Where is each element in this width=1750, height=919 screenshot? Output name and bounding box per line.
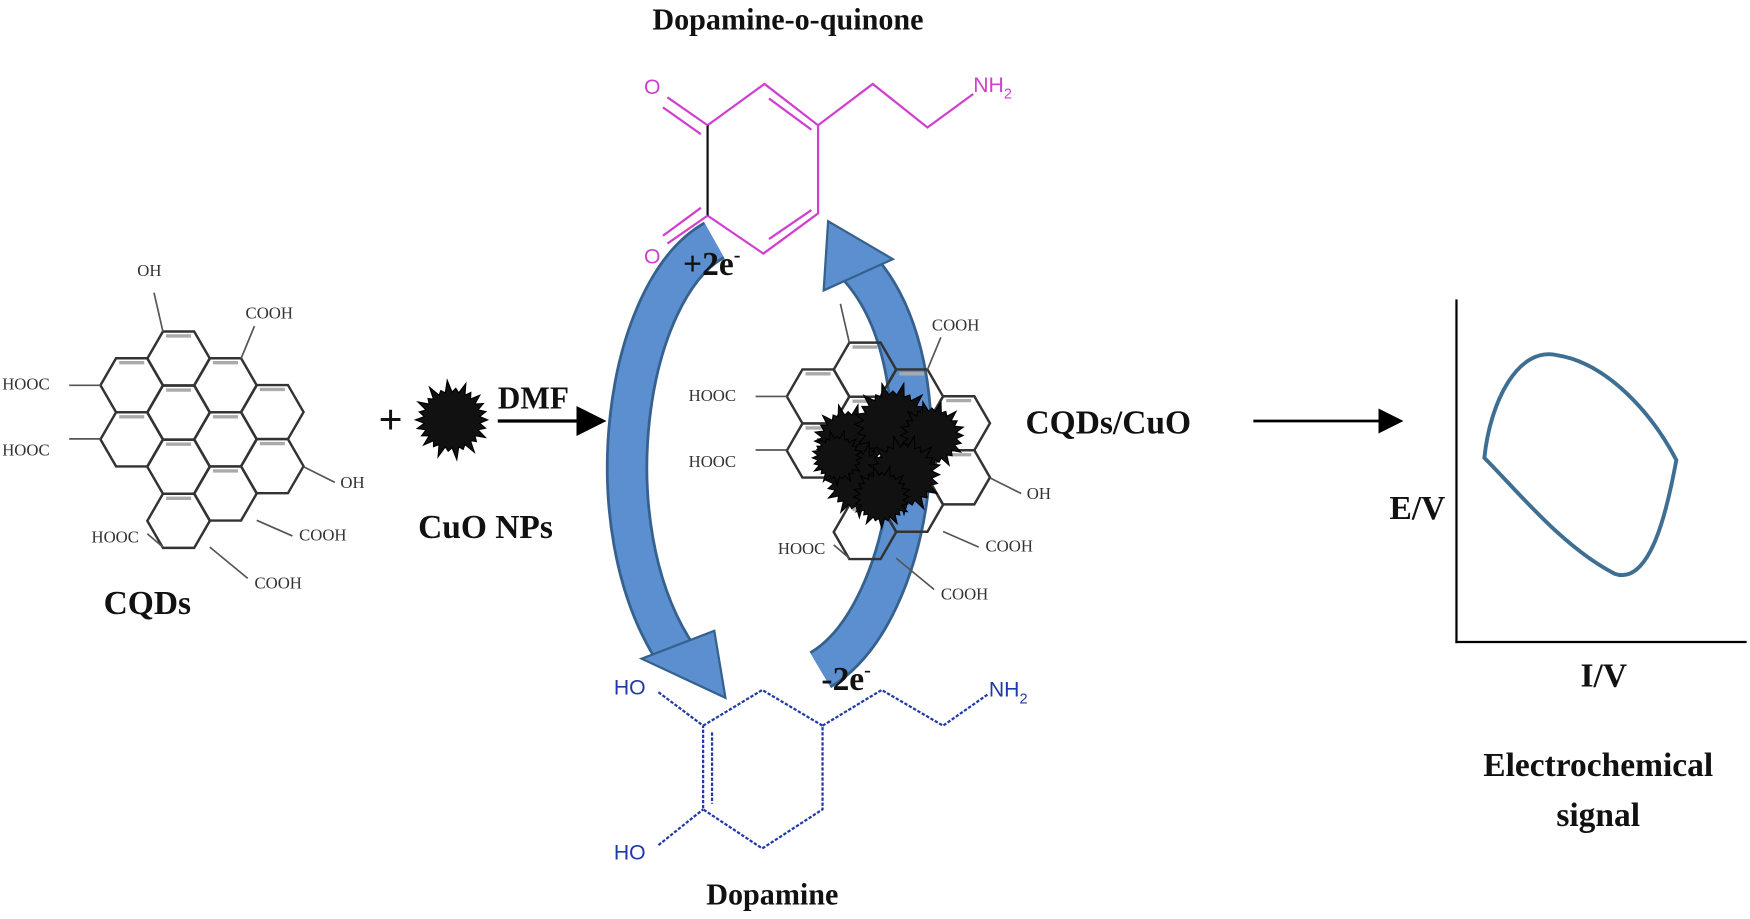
cuo-cluster-icon <box>810 381 965 531</box>
cqds-oh-top: OH <box>137 261 161 280</box>
cqds-hooc-bottom: HOOC <box>92 528 139 547</box>
composite-hooc-left-2: HOOC <box>689 452 736 471</box>
cqds-cooh-bottom-2: COOH <box>254 573 301 592</box>
composite-oh-right: OH <box>1027 484 1051 503</box>
dopamine-ho-bottom: HO <box>614 842 646 865</box>
reduction-arrow <box>605 221 727 700</box>
substituent-bond <box>256 519 293 537</box>
substituent-bond <box>146 533 164 548</box>
cv-curve <box>1482 352 1679 578</box>
x-axis-label: I/V <box>1581 658 1628 695</box>
substituent-bond <box>153 292 164 332</box>
dopamine-structure <box>657 688 989 850</box>
hexagon-ring <box>145 492 212 550</box>
nanoparticle-blob <box>810 429 864 488</box>
cqds-hooc-left-2: HOOC <box>2 441 49 460</box>
cqds-structure <box>69 292 336 580</box>
hexagon-ring <box>145 330 212 387</box>
composite-cooh-bottom-1: COOH <box>985 537 1032 556</box>
cv-plot: E/V I/V Electrochemical signal <box>1390 299 1747 834</box>
substituent-bond <box>833 544 850 559</box>
substituent-bond <box>942 530 980 548</box>
substituent-bond <box>895 557 935 591</box>
caption-line-2: signal <box>1556 797 1640 834</box>
composite-cooh-top: COOH <box>932 316 979 335</box>
composite-cooh-bottom-2: COOH <box>941 585 988 604</box>
cqds-cooh-bottom-1: COOH <box>299 525 346 544</box>
cqds-oh-right: OH <box>340 473 364 492</box>
composite-hooc-left-1: HOOC <box>689 386 736 405</box>
dopamine-title: Dopamine <box>706 877 838 911</box>
substituent-bond <box>240 325 256 359</box>
cqds-hooc-left-1: HOOC <box>2 375 49 394</box>
electron-loss-label: -2e- <box>821 660 870 698</box>
solvent-label: DMF <box>498 381 569 416</box>
quinone-structure <box>662 82 974 255</box>
cuo-nanoparticle-icon <box>413 378 490 462</box>
electron-gain-label: +2e- <box>683 244 740 282</box>
hexagon-ring <box>239 437 305 495</box>
dopamine-ho-top: HO <box>614 676 646 699</box>
cuo-label: CuO NPs <box>418 509 553 546</box>
substituent-bond <box>926 336 942 370</box>
quinone-o-top: O <box>644 76 660 99</box>
nanoparticle-blob <box>852 464 912 531</box>
substituent-bond <box>303 466 336 484</box>
y-axis-label: E/V <box>1390 490 1446 527</box>
cqds-label: CQDs <box>104 585 191 622</box>
composite-hooc-bottom: HOOC <box>778 539 825 558</box>
caption-line-1: Electrochemical <box>1483 747 1713 784</box>
dopamine-amine: NH2 <box>989 679 1028 708</box>
composite-label: CQDs/CuO <box>1026 404 1192 441</box>
substituent-bond <box>209 546 249 580</box>
substituent-bond <box>839 303 851 344</box>
hexagon-ring <box>145 384 212 441</box>
plus-sign: + <box>379 396 403 443</box>
nanoparticle-blob <box>413 378 490 462</box>
quinone-o-bottom: O <box>644 246 660 269</box>
cqds-cooh-top: COOH <box>246 303 293 322</box>
hexagon-ring <box>145 438 212 495</box>
quinone-amine: NH2 <box>973 74 1012 103</box>
substituent-bond <box>989 477 1022 495</box>
quinone-title: Dopamine-o-quinone <box>652 2 923 36</box>
